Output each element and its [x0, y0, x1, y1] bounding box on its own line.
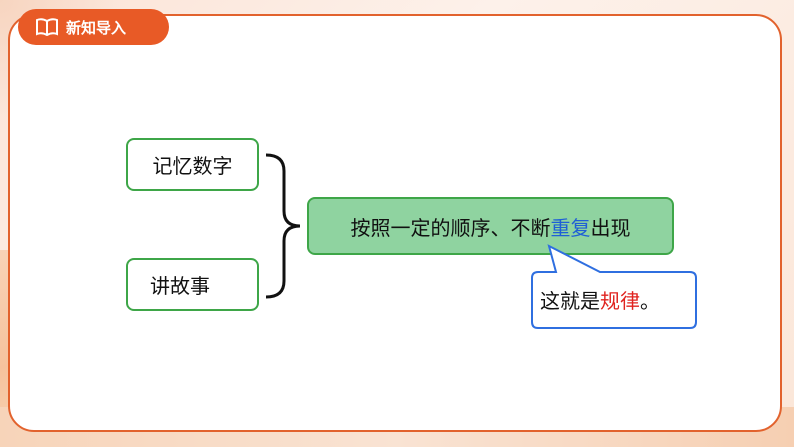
tell-story-label: 讲故事	[150, 274, 210, 298]
callout-text-highlight: 规律	[600, 288, 640, 313]
callout-text-pre: 这就是	[540, 288, 600, 313]
definition-text-highlight: 重复	[550, 215, 591, 240]
callout-text: 这就是规律。	[530, 272, 696, 326]
right-brace-icon	[265, 153, 301, 299]
definition-text-pre: 按照一定的顺序、不断	[350, 215, 551, 240]
open-book-icon	[36, 18, 58, 36]
section-tag-label: 新知导入	[66, 18, 127, 37]
memory-numbers-box: 记忆数字	[126, 138, 259, 191]
definition-box: 按照一定的顺序、不断重复出现	[307, 197, 674, 255]
tell-story-box: 讲故事	[126, 258, 259, 311]
definition-text-post: 出现	[590, 215, 631, 240]
section-tag: 新知导入	[18, 9, 169, 45]
speech-bubble	[531, 244, 697, 329]
memory-numbers-label: 记忆数字	[152, 154, 233, 178]
callout-text-post: 。	[640, 288, 660, 313]
